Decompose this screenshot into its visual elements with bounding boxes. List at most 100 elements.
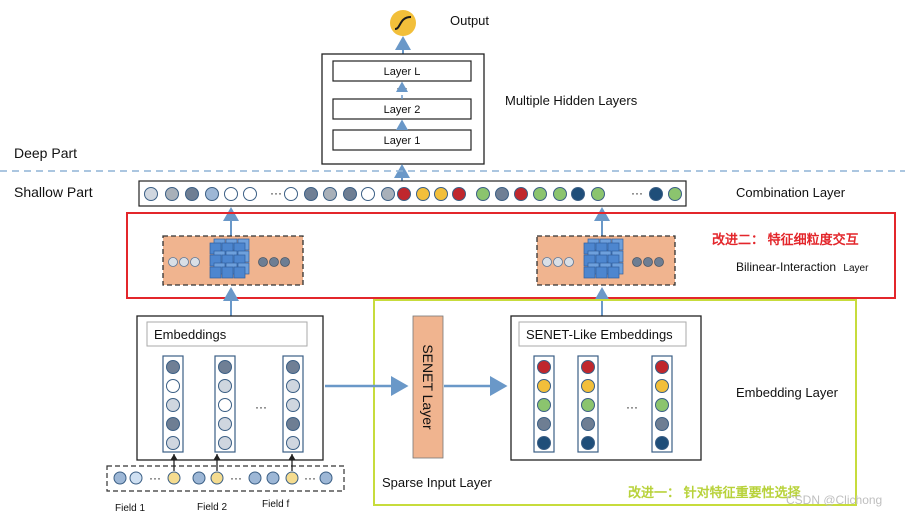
combination-circle [514, 187, 528, 201]
embedding-circle [218, 417, 232, 431]
embedding-circle [166, 379, 180, 393]
combination-circle [224, 187, 238, 201]
sparse-ellipsis: ··· [230, 471, 242, 485]
combination-circle [434, 187, 448, 201]
senet-layer-block: SENET Layer [412, 315, 444, 459]
bilinear-output-circle [632, 257, 642, 267]
combination-circle [476, 187, 490, 201]
layer-l-box [332, 60, 472, 82]
embeddings-columns [162, 355, 304, 453]
combination-circle [284, 187, 298, 201]
embeddings-ellipsis: ··· [255, 400, 267, 414]
bilinear-output-circle [654, 257, 664, 267]
embedding-circle [286, 360, 300, 374]
sparse-input-circle [285, 471, 299, 485]
bilinear-interaction-label: Bilinear-Interaction Layer [736, 260, 869, 274]
layer-2-label: Layer 2 [384, 104, 421, 116]
combination-circle [361, 187, 375, 201]
combination-circle [452, 187, 466, 201]
bilinear-input-circle [564, 257, 574, 267]
sparse-input-circle [192, 471, 206, 485]
output-label: Output [450, 13, 489, 28]
embedding-circle [537, 379, 551, 393]
embedding-circle [218, 436, 232, 450]
embedding-circle [655, 360, 669, 374]
sparse-input-layer-label: Sparse Input Layer [382, 475, 493, 490]
bilinear-input-circle [179, 257, 189, 267]
embedding-circle [218, 360, 232, 374]
bilinear-output-circle [643, 257, 653, 267]
embedding-circle [537, 436, 551, 450]
senet-embeddings-columns [533, 355, 673, 453]
combination-circle [243, 187, 257, 201]
improvement-one-label: 改进一： 针对特征重要性选择 [628, 485, 802, 500]
field-2-label: Field 2 [197, 502, 227, 513]
embedding-circle [218, 379, 232, 393]
senet-layer-label: SENET Layer [420, 344, 436, 430]
interaction-cube [583, 266, 596, 279]
bilinear-interaction-region [126, 212, 896, 299]
combination-circle [397, 187, 411, 201]
embedding-circle [286, 398, 300, 412]
combination-circle [165, 187, 179, 201]
embedding-circle [655, 436, 669, 450]
watermark: CSDN @Clichong [786, 493, 882, 507]
sparse-input-circle [210, 471, 224, 485]
embedding-circle [581, 417, 595, 431]
improvement-two-label: 改进二： 特征细粒度交互 [712, 232, 859, 247]
combination-circle [304, 187, 318, 201]
combination-ellipsis-1: ··· [270, 186, 282, 200]
senet-embeddings-title: SENET-Like Embeddings [526, 327, 673, 342]
embedding-circle [166, 398, 180, 412]
sparse-ellipsis: ··· [304, 471, 316, 485]
senet-layer-box [412, 315, 444, 459]
bilinear-block-left [162, 235, 304, 286]
interaction-cube [221, 266, 234, 279]
combination-circle [185, 187, 199, 201]
field-1-label: Field 1 [115, 503, 145, 514]
hidden-layers-stack: Layer L ··· Layer 2 Layer 1 [321, 53, 485, 165]
embedding-circle [537, 398, 551, 412]
embedding-circle [655, 379, 669, 393]
combination-circle [144, 187, 158, 201]
combination-circle [205, 187, 219, 201]
sigmoid-icon [390, 10, 416, 36]
sparse-input-circle [266, 471, 280, 485]
deep-part-label: Deep Part [14, 145, 77, 161]
embedding-circle [581, 398, 595, 412]
embedding-circle [286, 417, 300, 431]
combination-circle [533, 187, 547, 201]
sparse-ellipsis: ··· [149, 471, 161, 485]
embedding-circle [581, 360, 595, 374]
combination-circle [553, 187, 567, 201]
bilinear-output-circle [269, 257, 279, 267]
senet-embeddings-ellipsis: ··· [626, 400, 638, 414]
bilinear-output-circle [280, 257, 290, 267]
sparse-input-circle [319, 471, 333, 485]
embedding-circle [166, 436, 180, 450]
interaction-cube [595, 266, 608, 279]
embedding-circle [218, 398, 232, 412]
field-f-label: Field f [262, 499, 289, 510]
combination-circle [668, 187, 682, 201]
embedding-circle [655, 398, 669, 412]
sparse-input-dashed-box [106, 465, 345, 492]
bilinear-input-circle [553, 257, 563, 267]
embeddings-block: Embeddings ··· [136, 315, 324, 461]
hidden-layers-title: Multiple Hidden Layers [505, 93, 638, 108]
embedding-circle [166, 417, 180, 431]
combination-ellipsis-2: ··· [631, 186, 643, 200]
combination-circle [416, 187, 430, 201]
embedding-circle [581, 436, 595, 450]
sparse-input-circles: ··· ··· ··· [113, 454, 333, 485]
combination-circles [144, 187, 682, 201]
sparse-input-circle [113, 471, 127, 485]
interaction-cube [233, 266, 246, 279]
bilinear-input-circle [542, 257, 552, 267]
combination-layer-label: Combination Layer [736, 185, 846, 200]
combination-circle [323, 187, 337, 201]
sparse-input-circle [129, 471, 143, 485]
embedding-circle [286, 436, 300, 450]
embedding-circle [655, 417, 669, 431]
